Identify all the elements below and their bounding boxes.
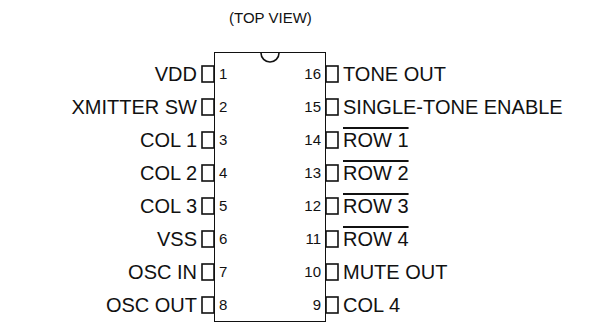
pin-number: 3	[219, 132, 227, 149]
pin-pad	[326, 198, 338, 214]
pin-number: 15	[304, 99, 321, 116]
pin-pad	[202, 264, 214, 280]
pin-number: 12	[304, 198, 321, 215]
pin-number: 11	[305, 231, 321, 248]
pin-pad	[326, 264, 338, 280]
pin-pad	[326, 99, 338, 115]
pin-name: COL 3	[140, 195, 197, 217]
pin-name: ROW 1	[343, 129, 409, 151]
view-heading: (TOP VIEW)	[229, 9, 312, 26]
pin-number: 7	[219, 264, 227, 281]
pin-name: XMITTER SW	[71, 96, 197, 118]
pin-pad	[202, 231, 214, 247]
pin-name: OSC OUT	[106, 294, 197, 316]
pin-pad	[202, 132, 214, 148]
pin-name: TONE OUT	[343, 63, 446, 85]
pin-pad	[326, 132, 338, 148]
pin-pad	[326, 165, 338, 181]
orientation-notch	[261, 53, 279, 62]
pin-number: 16	[304, 66, 321, 83]
pin-number: 13	[304, 165, 321, 182]
pin-name: MUTE OUT	[343, 261, 447, 283]
pin-name: COL 2	[140, 162, 197, 184]
pin-number: 4	[219, 165, 227, 182]
pin-number: 1	[219, 66, 227, 83]
pin-name: COL 1	[140, 129, 197, 151]
pin-pad	[202, 297, 214, 313]
pin-name: ROW 2	[343, 162, 409, 184]
ic-package: (TOP VIEW)	[214, 52, 326, 322]
pin-number: 2	[219, 99, 227, 116]
pin-pad	[202, 99, 214, 115]
pin-number: 6	[219, 231, 227, 248]
pin-pad	[202, 198, 214, 214]
pin-pad	[326, 66, 338, 82]
pin-pad	[326, 297, 338, 313]
pin-number: 10	[304, 264, 321, 281]
pin-name: OSC IN	[128, 261, 197, 283]
pin-number: 5	[219, 198, 227, 215]
pin-name: VSS	[157, 228, 197, 250]
pin-name: ROW 4	[343, 228, 409, 250]
pin-pad	[202, 66, 214, 82]
pin-name: COL 4	[343, 294, 400, 316]
pin-number: 9	[313, 297, 321, 314]
pin-name: VDD	[155, 63, 197, 85]
pin-pad	[202, 165, 214, 181]
pin-name: ROW 3	[343, 195, 409, 217]
pin-pad	[326, 231, 338, 247]
pin-number: 14	[304, 132, 321, 149]
pin-number: 8	[219, 297, 227, 314]
pin-name: SINGLE-TONE ENABLE	[343, 96, 563, 118]
